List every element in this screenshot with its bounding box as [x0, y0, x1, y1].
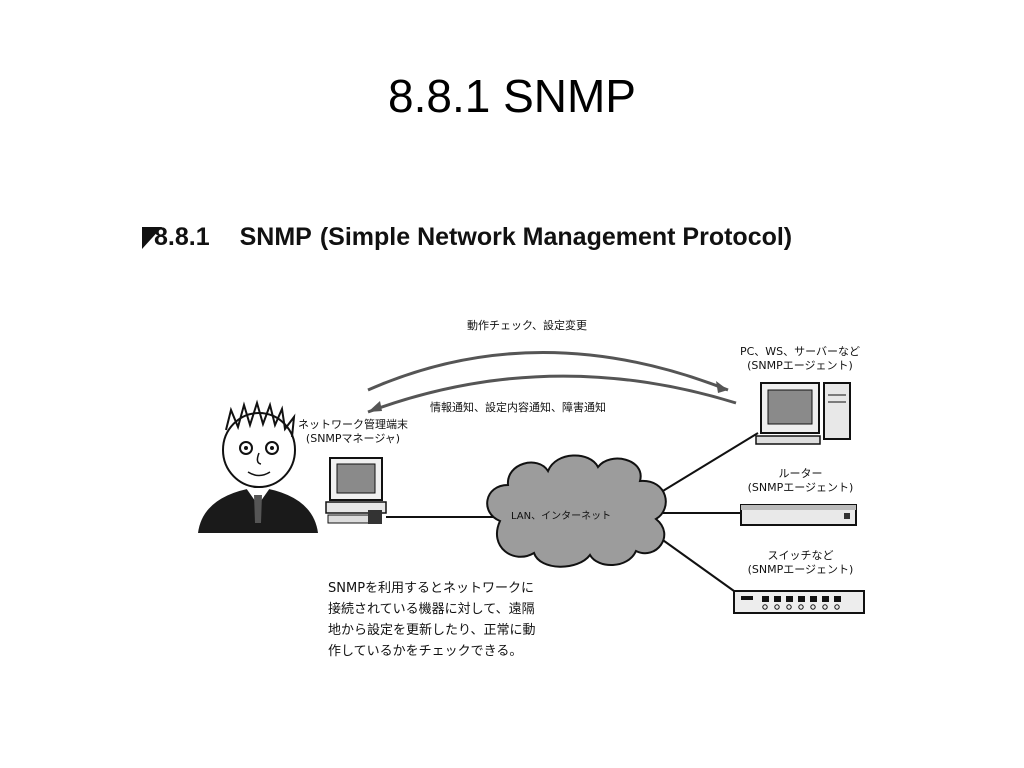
link-network-switch: [652, 532, 735, 592]
agent-pc-label: PC、WS、サーバーなど (SNMPエージェント): [720, 345, 880, 373]
link-network-pc: [652, 432, 759, 498]
agent-router-label: ルーター (SNMPエージェント): [728, 467, 873, 495]
bottom-arrow-arc: [367, 374, 737, 414]
manager-computer-icon: [325, 457, 387, 524]
agent-switch-label: スイッチなど (SNMPエージェント): [728, 549, 873, 577]
pc-server-icon: [755, 382, 851, 445]
router-icon: [740, 504, 857, 526]
arrow-bottom-label: 情報通知、設定内容通知、障害通知: [430, 401, 606, 414]
agent-switch-label-line1: スイッチなど: [767, 549, 834, 562]
figure-header-name: SNMP: [239, 223, 312, 251]
manager-label-line1: ネットワーク管理端末: [298, 418, 408, 431]
bottom-arrow-head-icon: [368, 401, 382, 412]
network-label: LAN、インターネット: [511, 511, 612, 522]
agent-router-label-line1: ルーター: [778, 467, 823, 480]
figure-header-full-name: (Simple Network Management Protocol): [319, 223, 793, 251]
top-arrow-arc: [367, 351, 729, 392]
slide-title: 8.8.1 SNMP: [388, 70, 636, 122]
figure-header: 8.8.1 SNMP(Simple Network Management Prot…: [142, 223, 792, 252]
agent-switch-label-line2: (SNMPエージェント): [747, 563, 854, 576]
manager-label-line2: (SNMPマネージャ): [305, 432, 401, 445]
description-text: SNMPを利用するとネットワークに 接続されている機器に対して、遠隔 地から設定…: [328, 581, 536, 659]
header-marker-icon: [142, 227, 162, 249]
network-cloud: [486, 454, 667, 568]
arrow-top-label: 動作チェック、設定変更: [467, 319, 588, 332]
snmp-diagram: 8.8.1 SNMP(Simple Network Management Prot…: [128, 205, 988, 680]
agent-pc-label-line1: PC、WS、サーバーなど: [739, 345, 861, 358]
agent-router-label-line2: (SNMPエージェント): [747, 481, 854, 494]
manager-label: ネットワーク管理端末 (SNMPマネージャ): [288, 418, 418, 446]
top-arrow-head-icon: [716, 381, 728, 393]
diagram-graphics: [142, 227, 865, 614]
agent-pc-label-line2: (SNMPエージェント): [747, 359, 853, 372]
manager-person-icon: [198, 399, 318, 533]
switch-icon: [733, 590, 865, 614]
figure-header-number: 8.8.1: [154, 223, 210, 251]
